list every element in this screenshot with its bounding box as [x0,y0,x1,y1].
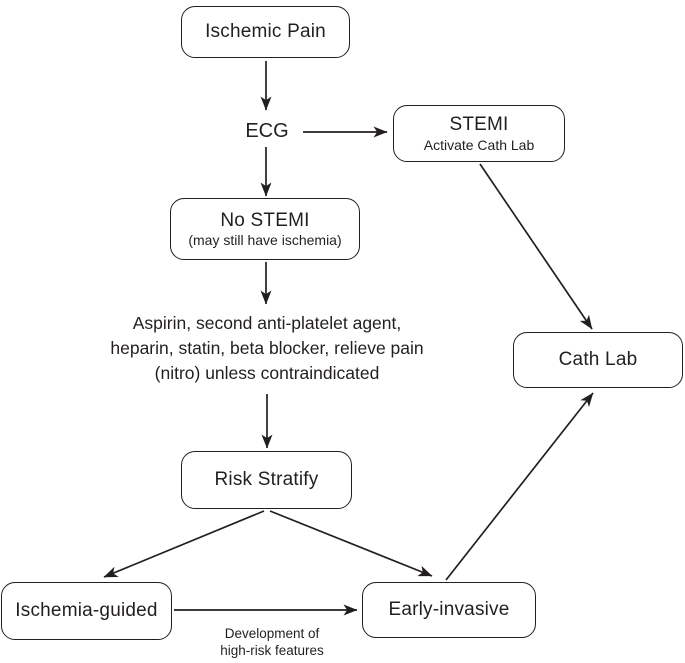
node-no-stemi-sublabel: (may still have ischemia) [188,232,342,249]
arrow-stemi-to-cath-lab [479,163,593,330]
node-no-stemi-label: No STEMI [220,209,310,231]
arrow-early-invasive-to-cath-lab [445,392,594,581]
arrow-risk-stratify-to-ischemia-guided [103,510,265,578]
arrow-risk-stratify-to-early-invasive [269,510,433,577]
node-ischemic-pain: Ischemic Pain [181,6,350,58]
node-ecg: ECG [227,120,307,143]
node-cath-lab-label: Cath Lab [558,349,638,371]
node-early-invasive: Early-invasive [362,582,536,638]
node-risk-stratify: Risk Stratify [181,451,352,509]
node-stemi-sublabel: Activate Cath Lab [423,136,535,153]
node-ischemia-guided: Ischemia-guided [1,582,172,640]
edge-label-high-risk-line-2: high-risk features [220,642,324,658]
treatment-note-line-3: (nitro) unless contraindicated [154,363,380,383]
treatment-note-line-1: Aspirin, second anti-platelet agent, [132,313,402,333]
treatment-note-line-2: heparin, statin, beta blocker, relieve p… [110,338,424,358]
node-treatment-note: Aspirin, second anti-platelet agent, hep… [61,311,473,386]
edge-label-high-risk-features: Development of high-risk features [192,626,352,659]
node-stemi-label: STEMI [449,114,509,136]
node-ischemic-pain-label: Ischemic Pain [205,21,326,43]
node-risk-stratify-label: Risk Stratify [214,469,319,491]
node-ischemia-guided-label: Ischemia-guided [15,600,158,622]
node-no-stemi: No STEMI (may still have ischemia) [170,198,360,260]
node-ecg-label: ECG [245,120,289,142]
node-stemi: STEMI Activate Cath Lab [393,105,565,162]
node-cath-lab: Cath Lab [513,332,683,388]
node-early-invasive-label: Early-invasive [388,599,510,621]
edge-label-high-risk-line-1: Development of [224,626,320,641]
